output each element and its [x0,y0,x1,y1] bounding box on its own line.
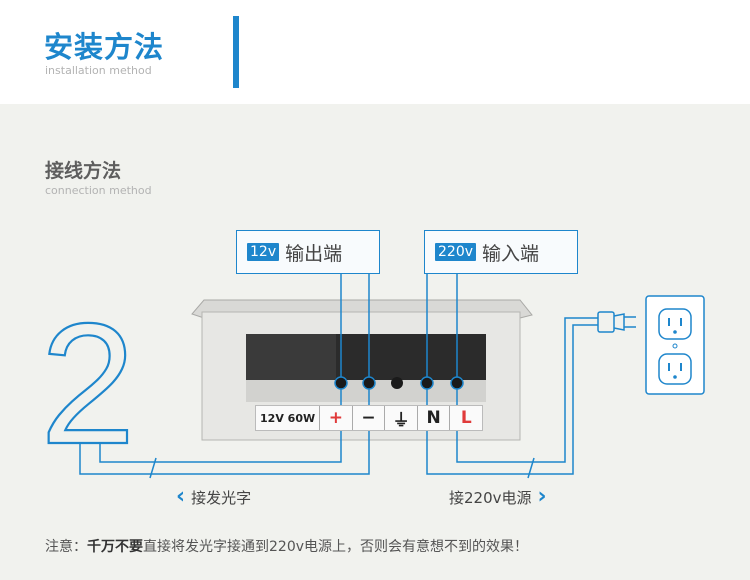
chevron-left-icon: ‹ [176,484,186,509]
terminal-ground-icon: ⏚ [385,406,418,431]
warning-note: 注意：千万不要直接将发光字接通到220v电源上，否则会有意想不到的效果！ [45,536,528,556]
terminal-neutral: N [418,406,451,430]
terminal-minus: − [353,406,386,430]
terminal-screws [335,377,463,389]
terminal-label-strip: 12V 60W + − ⏚ N L [255,405,483,431]
output-terminal-label: 12v 输出端 [236,230,380,274]
caption-connect-power: 接220v电源 › [449,486,547,508]
note-prefix: 注意： [45,539,87,555]
note-emphasis: 千万不要 [87,539,143,555]
power-plug [597,311,636,333]
title-divider-bar [233,16,239,88]
step-number: 2 [40,288,136,480]
input-voltage-badge: 220v [435,243,477,261]
section-title: 接线方法 [45,160,122,182]
chevron-right-icon: › [537,484,547,509]
model-rating: 12V 60W [256,406,321,430]
terminal-plus: + [320,406,353,430]
page-subtitle: installation method [45,64,152,77]
input-terminal-label: 220v 输入端 [424,230,578,274]
caption-right-text: 接220v电源 [449,488,532,507]
header-band [0,0,750,104]
caption-connect-sign: ‹ 接发光字 [176,486,251,508]
input-label-text: 输入端 [482,242,540,265]
wall-outlet [645,295,705,395]
output-voltage-badge: 12v [247,243,280,261]
page-title: 安装方法 [44,30,165,64]
section-subtitle: connection method [45,184,152,197]
input-wires [420,274,598,479]
caption-left-text: 接发光字 [191,488,252,507]
terminal-live: L [460,408,472,428]
output-label-text: 输出端 [285,242,343,265]
note-text: 直接将发光字接通到220v电源上，否则会有意想不到的效果！ [143,539,529,555]
